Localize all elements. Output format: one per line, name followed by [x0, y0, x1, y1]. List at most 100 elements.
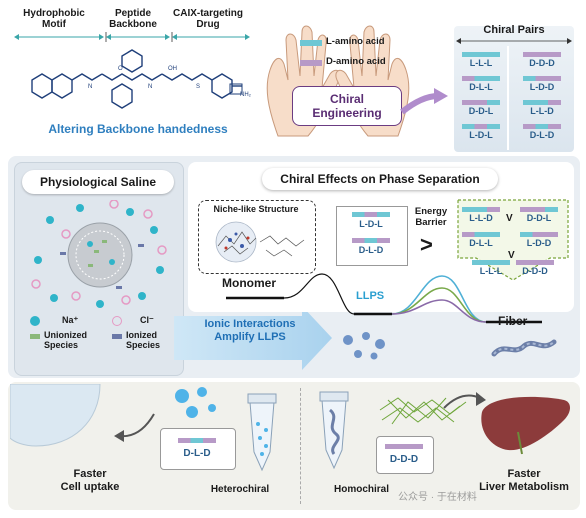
pair-2-left-bar	[462, 100, 500, 105]
heterochiral-box	[160, 428, 236, 470]
pair-0-left-bar	[462, 52, 500, 57]
barrier-v-0: V	[506, 213, 513, 224]
heterochiral-label: Heterochiral	[210, 484, 270, 495]
chiral-engineering-box: Chiral Engineering	[292, 86, 402, 126]
pair-3-left-bar	[462, 124, 500, 129]
barrier-pair-2-left-bar	[472, 260, 510, 265]
motif-range-arrows	[14, 32, 250, 42]
pair-3-left-text: L-D-L	[469, 130, 493, 140]
pair-0-left-text: L-L-L	[469, 58, 493, 68]
homochiral-label: Homochiral	[334, 484, 390, 495]
niche-molecule-icon	[215, 221, 305, 263]
svg-text:OH: OH	[168, 66, 177, 72]
barrier-pair-1-right-bar	[520, 232, 558, 237]
pair-1-right-text: L-D-D	[529, 82, 555, 92]
cl-ion-icon	[112, 316, 122, 326]
bottom-divider	[300, 388, 301, 504]
svg-text:N: N	[88, 84, 92, 90]
pairs-divider	[507, 46, 509, 150]
niche-structure-title: Niche-like Structure	[213, 204, 299, 214]
pair-3-right-text: D-L-D	[529, 130, 555, 140]
ionized-label: Ionized Species	[126, 330, 161, 350]
barrier-pair-1-left-text: D-L-L	[469, 238, 493, 248]
homochiral-bar	[385, 444, 423, 449]
bottom-panel	[8, 382, 580, 510]
pair-2-right-text: L-L-D	[530, 106, 554, 116]
box-pair-1-text: D-L-D	[358, 245, 384, 255]
barrier-pair-0-right-text: D-D-L	[526, 213, 552, 223]
fiber-label: Fiber	[498, 314, 528, 328]
box-pair-0-text: L-D-L	[359, 219, 383, 229]
na-ion-icon	[30, 316, 40, 326]
svg-text:NH₂: NH₂	[240, 92, 252, 98]
fiber-icon	[491, 339, 557, 357]
svg-text:O: O	[118, 66, 123, 72]
d-amino-label: D-amino acid	[326, 56, 386, 67]
tube-homochiral-icon	[319, 391, 349, 470]
d-amino-swatch	[300, 60, 322, 66]
pair-3-right-bar	[523, 124, 561, 129]
na-label: Na⁺	[62, 315, 79, 325]
energy-landscape-curves	[226, 273, 542, 324]
llps-label: LLPS	[356, 290, 385, 302]
peptide-backbone-label: Peptide Backbone	[109, 8, 157, 30]
box-pair-1-bar	[352, 238, 390, 243]
barrier-v-1: V	[508, 250, 515, 261]
pair-0-right-text: D-D-D	[529, 58, 555, 68]
barrier-pair-1-left-bar	[462, 232, 500, 237]
caix-drug-label: CAIX-targeting Drug	[173, 8, 243, 30]
cl-label: Cl⁻	[140, 315, 154, 325]
fiber-network-icon	[379, 397, 467, 425]
unionized-label: Unionized Species	[44, 330, 87, 350]
barrier-pair-0-left-bar	[462, 207, 500, 212]
barrier-pair-2-left-text: L-L-L	[479, 266, 503, 276]
pair-2-right-bar	[523, 100, 561, 105]
barrier-pair-0-left-text: L-L-D	[469, 213, 493, 223]
liver-icon	[481, 396, 570, 455]
monomer-label: Monomer	[222, 276, 276, 290]
faster-liver-label: Faster Liver Metabolism	[479, 468, 569, 493]
chiral-pairs-panel	[454, 26, 574, 152]
pair-1-left-text: D-L-L	[469, 82, 493, 92]
tube-heterochiral-icon	[247, 393, 277, 472]
unionized-species-icon	[30, 334, 40, 339]
saline-ions-diagram	[31, 200, 167, 308]
metabolism-arrow	[443, 392, 486, 409]
peptide-molecule-icon: N O N OH S NH₂	[31, 49, 252, 109]
ionized-species-icon	[112, 334, 122, 339]
barrier-pair-2-right-text: D-D-D	[522, 266, 548, 276]
l-amino-label: L-amino acid	[326, 36, 385, 47]
faster-uptake-label: Faster Cell uptake	[60, 468, 120, 493]
pair-0-right-bar	[523, 52, 561, 57]
svg-text:N: N	[148, 84, 152, 90]
box-pair-0-bar	[352, 212, 390, 217]
chiral-pairs-range-arrow	[456, 38, 572, 44]
pair-1-right-bar	[523, 76, 561, 81]
l-amino-swatch	[300, 40, 322, 46]
barrier-pair-1-right-text: L-D-D	[526, 238, 552, 248]
llps-droplets-icon	[343, 332, 385, 360]
greater-than-symbol: >	[420, 232, 433, 257]
heterochiral-box-text: D-L-D	[183, 448, 211, 459]
heterochiral-bar	[178, 438, 216, 443]
barrier-pair-0-right-bar	[520, 207, 558, 212]
pair-2-left-text: D-D-L	[468, 106, 494, 116]
svg-text:S: S	[196, 84, 200, 90]
engineering-arrow	[400, 88, 448, 115]
ionic-interactions-arrow	[174, 306, 332, 370]
backbone-caption: Altering Backbone handedness	[48, 122, 228, 136]
chiral-pairs-title: Chiral Pairs	[483, 24, 545, 36]
hydrophobic-motif-label: Hydrophobic Motif	[23, 8, 85, 30]
barrier-pair-2-right-bar	[516, 260, 554, 265]
uptake-arrow	[114, 413, 155, 442]
pair-1-left-bar	[462, 76, 500, 81]
homochiral-box-text: D-D-D	[389, 454, 419, 465]
chiral-engineering-label: Chiral Engineering	[312, 92, 382, 120]
energy-barrier-label: Energy Barrier	[414, 206, 448, 228]
homochiral-box	[376, 436, 434, 474]
droplet-bubbles-icon	[175, 387, 216, 418]
saline-title: Physiological Saline	[22, 170, 174, 194]
effects-title: Chiral Effects on Phase Separation	[262, 168, 498, 190]
watermark: 公众号 · 于在材料	[398, 492, 477, 503]
